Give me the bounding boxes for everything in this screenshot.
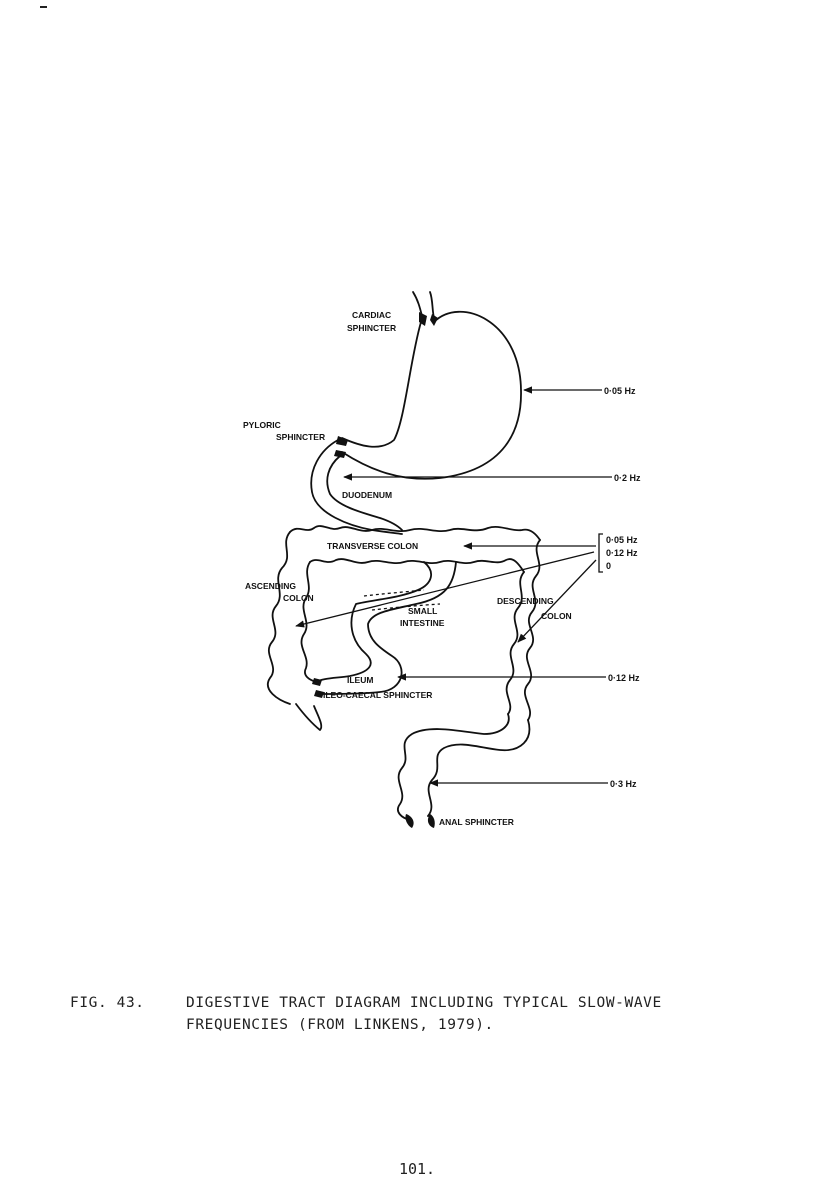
- label-cardiac-2: SPHINCTER: [347, 323, 396, 333]
- label-descending-1: DESCENDING: [497, 596, 554, 606]
- caption-line-1: FIG. 43.DIGESTIVE TRACT DIAGRAM INCLUDIN…: [70, 992, 810, 1014]
- page-number: 101.: [0, 1160, 834, 1178]
- small-intestine: [316, 562, 456, 694]
- oesophagus: [413, 292, 434, 318]
- label-ileo-caecal: ILEO-CAECAL SPHINCTER: [323, 690, 432, 700]
- anal-sphincter: [405, 814, 413, 828]
- label-transverse-colon: TRANSVERSE COLON: [327, 541, 418, 551]
- freq-colon-2: 0·12 Hz: [606, 548, 638, 558]
- sigmoid-rectum: [398, 714, 529, 820]
- freq-rectum: 0·3 Hz: [610, 779, 637, 789]
- label-anal-sphincter: ANAL SPHINCTER: [439, 817, 514, 827]
- label-duodenum: DUODENUM: [342, 490, 392, 500]
- label-ileum: ILEUM: [347, 675, 373, 685]
- caption-text-1: DIGESTIVE TRACT DIAGRAM INCLUDING TYPICA…: [186, 995, 662, 1011]
- figure-number: FIG. 43.: [70, 992, 186, 1014]
- freq-stomach: 0·05 Hz: [604, 386, 636, 396]
- label-descending-2: COLON: [541, 611, 572, 621]
- freq-colon-1: 0·05 Hz: [606, 535, 638, 545]
- colon-frequency-bracket: [599, 534, 603, 572]
- label-cardiac-1: CARDIAC: [352, 310, 391, 320]
- caption-line-2: FREQUENCIES (FROM LINKENS, 1979).: [70, 1014, 810, 1036]
- duodenum: [311, 440, 402, 534]
- figure-caption: FIG. 43.DIGESTIVE TRACT DIAGRAM INCLUDIN…: [70, 992, 810, 1036]
- freq-ileum: 0·12 Hz: [608, 673, 640, 683]
- freq-pylorus: 0·2 Hz: [614, 473, 641, 483]
- label-small-1: SMALL: [408, 606, 437, 616]
- appendix: [296, 704, 321, 730]
- label-pyloric-2: SPHINCTER: [276, 432, 325, 442]
- label-ascending-1: ASCENDING: [245, 581, 296, 591]
- ileo-caecal-sphincter: [312, 678, 322, 686]
- label-ascending-2: COLON: [283, 593, 314, 603]
- ascending-colon: [268, 532, 316, 704]
- freq-colon-3: 0: [606, 561, 611, 571]
- stomach: [342, 312, 521, 479]
- label-pyloric-1: PYLORIC: [243, 420, 281, 430]
- label-small-2: INTESTINE: [400, 618, 445, 628]
